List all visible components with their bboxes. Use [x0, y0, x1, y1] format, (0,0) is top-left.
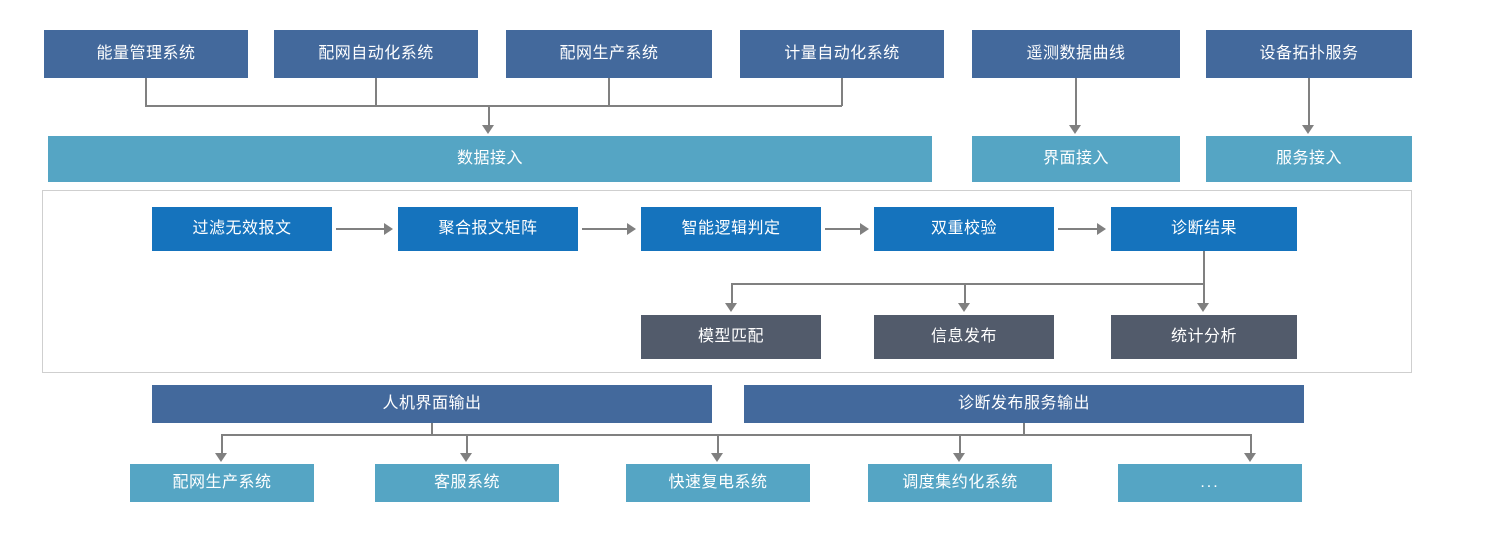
- output-bar-hmi[interactable]: 人机界面输出: [152, 385, 712, 423]
- connector-aux-2-drop: [964, 283, 966, 305]
- arrow-to-distribution-production: [215, 453, 227, 462]
- connector-data-access-drop: [488, 105, 490, 129]
- connector-source-2-stem: [375, 78, 377, 106]
- connector-pipeline-4-5: [1058, 228, 1097, 230]
- source-box-distribution-production[interactable]: 配网生产系统: [506, 30, 712, 78]
- auxiliary-box-statistical-analysis[interactable]: 统计分析: [1111, 315, 1297, 359]
- connector-diagnosis-stem: [1203, 251, 1205, 284]
- arrow-to-dispatch-intensive: [953, 453, 965, 462]
- consumer-box-dispatch-intensive[interactable]: 调度集约化系统: [868, 464, 1052, 502]
- connector-consumer-1-drop: [221, 434, 223, 455]
- pipeline-box-filter-invalid-message[interactable]: 过滤无效报文: [152, 207, 332, 251]
- source-box-telemetry-curve[interactable]: 遥测数据曲线: [972, 30, 1180, 78]
- pipeline-box-intelligent-logic-decision[interactable]: 智能逻辑判定: [641, 207, 821, 251]
- arrow-to-customer-service: [460, 453, 472, 462]
- connector-source-1-stem: [145, 78, 147, 106]
- arrow-to-more-consumers: [1244, 453, 1256, 462]
- arrow-pipeline-3-4: [860, 223, 869, 235]
- arrow-to-interface-access: [1069, 125, 1081, 134]
- consumer-box-distribution-production[interactable]: 配网生产系统: [130, 464, 314, 502]
- connector-consumer-3-drop: [717, 434, 719, 455]
- arrow-to-data-access: [482, 125, 494, 134]
- source-box-metering-automation[interactable]: 计量自动化系统: [740, 30, 944, 78]
- connector-pipeline-3-4: [825, 228, 860, 230]
- pipeline-box-double-verification[interactable]: 双重校验: [874, 207, 1054, 251]
- arrow-pipeline-2-3: [627, 223, 636, 235]
- access-bar-interface[interactable]: 界面接入: [972, 136, 1180, 182]
- source-box-topology-service[interactable]: 设备拓扑服务: [1206, 30, 1412, 78]
- connector-consumer-2-drop: [466, 434, 468, 455]
- arrow-to-fast-restoration: [711, 453, 723, 462]
- connector-hmi-stem: [431, 423, 433, 435]
- access-bar-service[interactable]: 服务接入: [1206, 136, 1412, 182]
- arrow-pipeline-1-2: [384, 223, 393, 235]
- connector-aux-3-drop: [1203, 283, 1205, 305]
- source-box-distribution-automation[interactable]: 配网自动化系统: [274, 30, 478, 78]
- connector-service-stem: [1023, 423, 1025, 435]
- connector-aux-bus: [731, 283, 1205, 285]
- consumer-box-customer-service[interactable]: 客服系统: [375, 464, 559, 502]
- auxiliary-box-model-match[interactable]: 模型匹配: [641, 315, 821, 359]
- consumer-box-fast-restoration[interactable]: 快速复电系统: [626, 464, 810, 502]
- connector-source-3-stem: [608, 78, 610, 106]
- connector-consumer-5-drop: [1250, 434, 1252, 455]
- connector-source-4-stem: [841, 78, 843, 106]
- source-box-energy-management[interactable]: 能量管理系统: [44, 30, 248, 78]
- auxiliary-box-info-publish[interactable]: 信息发布: [874, 315, 1054, 359]
- consumer-box-more[interactable]: ...: [1118, 464, 1302, 502]
- arrow-to-info-publish: [958, 303, 970, 312]
- connector-aux-1-drop: [731, 283, 733, 305]
- access-bar-data[interactable]: 数据接入: [48, 136, 932, 182]
- connector-pipeline-1-2: [336, 228, 384, 230]
- arrow-to-statistical-analysis: [1197, 303, 1209, 312]
- arrow-to-service-access: [1302, 125, 1314, 134]
- output-bar-diagnosis-service[interactable]: 诊断发布服务输出: [744, 385, 1304, 423]
- arrow-pipeline-4-5: [1097, 223, 1106, 235]
- connector-telemetry-drop: [1075, 78, 1077, 126]
- arrow-to-model-match: [725, 303, 737, 312]
- connector-consumer-4-drop: [959, 434, 961, 455]
- connector-pipeline-2-3: [582, 228, 627, 230]
- connector-source-bus: [145, 105, 842, 107]
- connector-topology-drop: [1308, 78, 1310, 126]
- pipeline-box-aggregate-message-matrix[interactable]: 聚合报文矩阵: [398, 207, 578, 251]
- pipeline-box-diagnosis-result[interactable]: 诊断结果: [1111, 207, 1297, 251]
- connector-consumer-bus: [221, 434, 1251, 436]
